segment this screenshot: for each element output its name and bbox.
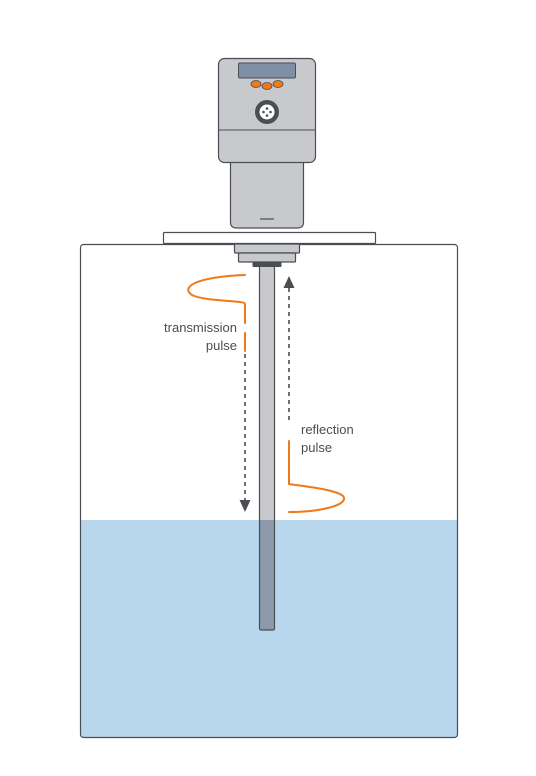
transmission-pulse bbox=[187, 274, 251, 512]
connector-icon bbox=[255, 100, 279, 124]
probe bbox=[258, 265, 276, 631]
probe-coupling bbox=[252, 262, 282, 267]
sensor-neck bbox=[229, 161, 305, 229]
probe-rod-above-liquid bbox=[259, 266, 275, 520]
arrow-down-icon bbox=[239, 500, 251, 512]
reflection-pulse bbox=[283, 276, 346, 513]
transmission-pulse-wave bbox=[187, 274, 246, 352]
button-icon bbox=[250, 80, 284, 90]
transmission-pulse-label-line1: transmission bbox=[164, 320, 237, 335]
reflection-pulse-label-line1: reflection bbox=[301, 422, 354, 437]
flange-assembly bbox=[162, 231, 377, 267]
flange bbox=[162, 231, 377, 245]
reflection-pulse-label: reflection pulse bbox=[301, 421, 354, 457]
process-connection-nut bbox=[233, 243, 301, 254]
display-screen-icon bbox=[238, 62, 296, 79]
process-connection-thread bbox=[237, 252, 297, 263]
arrow-up-icon bbox=[283, 276, 295, 288]
reflection-pulse-wave bbox=[288, 440, 346, 513]
transmission-pulse-label-line2: pulse bbox=[205, 338, 237, 353]
reflection-pulse-label-line2: pulse bbox=[301, 440, 333, 455]
probe-rod-submerged bbox=[259, 520, 275, 630]
sensor-head bbox=[217, 57, 317, 229]
transmission-pulse-label: transmission pulse bbox=[164, 319, 237, 355]
